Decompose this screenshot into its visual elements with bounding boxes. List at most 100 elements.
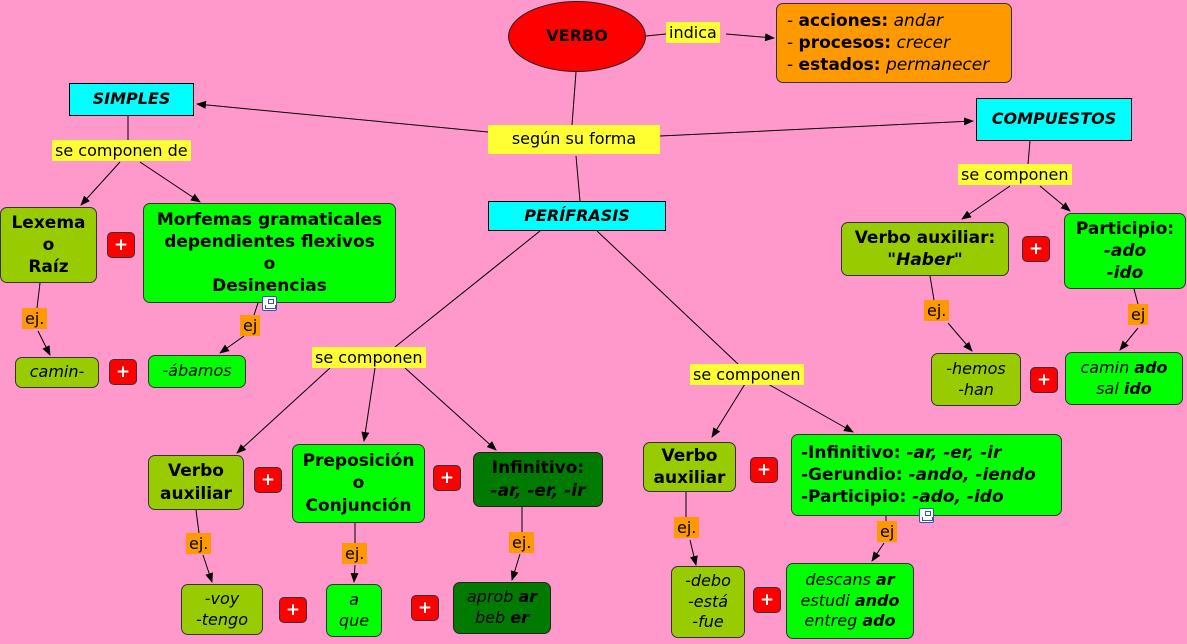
formas-no-personales-node: -Infinitivo: -ar, -er, -ir -Gerundio: -a… bbox=[791, 434, 1062, 516]
hemos-line-2: -han bbox=[958, 379, 994, 399]
participio-compuestos-line-2: -ado bbox=[1103, 240, 1147, 261]
link-ej-infinitivo: ej. bbox=[509, 532, 535, 554]
hemos-line-1: -hemos bbox=[946, 358, 1006, 378]
type-row-estados: - estados: permanecer bbox=[787, 55, 990, 76]
morfemas-line-2: dependientes flexivos bbox=[164, 231, 375, 252]
plus-icon: + bbox=[411, 595, 439, 621]
descansar-stem-3: entreg bbox=[804, 611, 863, 631]
link-ej-haber: ej. bbox=[924, 300, 950, 322]
descansar-stem-2: estudi bbox=[800, 590, 855, 610]
morfemas-node: Morfemas gramaticales dependientes flexi… bbox=[143, 203, 396, 303]
type-procesos-value: crecer bbox=[896, 32, 951, 53]
preposicion-line-3: Conjunción bbox=[305, 495, 412, 516]
simples-label: SIMPLES bbox=[92, 89, 171, 109]
type-estados-label: estados: bbox=[798, 55, 881, 76]
abamos-label: -ábamos bbox=[162, 361, 232, 381]
type-row-procesos: - procesos: crecer bbox=[787, 32, 951, 53]
caminado-line-1: camin ado bbox=[1080, 358, 1167, 379]
verbo-auxiliar-haber-line-2: "Haber" bbox=[887, 250, 963, 270]
descansar-stem-1: descans bbox=[805, 569, 876, 589]
hemos-node: -hemos -han bbox=[931, 353, 1021, 406]
participio-compuestos-line-3: -ido bbox=[1106, 263, 1144, 284]
link-ej-morfemas: ej bbox=[240, 315, 261, 337]
descansar-line-3: entreg ado bbox=[804, 611, 895, 632]
link-se-componen-compuestos: se componen bbox=[958, 164, 1072, 186]
debo-line-1: -debo bbox=[685, 570, 731, 590]
verbo-auxiliar-right-node: Verbo auxiliar bbox=[643, 442, 736, 492]
verbo-auxiliar-right-line-2: auxiliar bbox=[653, 468, 726, 488]
formas-label-2: -Gerundio: bbox=[801, 464, 909, 485]
type-row-acciones: - acciones: andar bbox=[787, 10, 944, 31]
aprobar-stem-2: beb bbox=[475, 608, 511, 627]
verbo-auxiliar-haber-node: Verbo auxiliar: "Haber" bbox=[841, 222, 1009, 276]
aprobar-line-1: aprob ar bbox=[467, 587, 537, 608]
link-ej-preposicion: ej. bbox=[342, 543, 368, 565]
aprobar-stem-1: aprob bbox=[466, 587, 519, 607]
link-ej-lexema: ej. bbox=[22, 308, 48, 330]
preposicion-line-2: o bbox=[352, 473, 365, 494]
perifrasis-label: PERÍFRASIS bbox=[524, 205, 630, 225]
aque-line-2: que bbox=[338, 610, 370, 630]
perifrasis-node: PERÍFRASIS bbox=[488, 201, 666, 231]
morfemas-line-4: Desinencias bbox=[212, 276, 327, 297]
descansar-ending-2: ando bbox=[854, 590, 900, 610]
aprobar-node: aprob ar beb er bbox=[453, 582, 551, 634]
plus-icon: + bbox=[279, 597, 307, 623]
lexema-line-2: o bbox=[42, 234, 55, 255]
plus-icon: + bbox=[750, 457, 778, 483]
participio-compuestos-node: Participio: -ado -ido bbox=[1064, 213, 1186, 289]
plus-icon: + bbox=[753, 587, 781, 613]
plus-icon: + bbox=[1030, 367, 1058, 393]
link-ej-verbo-aux-left: ej. bbox=[186, 533, 212, 555]
caminado-ending-1: ado bbox=[1134, 357, 1168, 377]
sub-map-icon[interactable] bbox=[919, 508, 934, 523]
voy-line-2: -tengo bbox=[196, 609, 248, 629]
lexema-line-3: Raíz bbox=[28, 257, 69, 278]
link-indica: indica bbox=[666, 22, 720, 44]
formas-value-2: -ando, -iendo bbox=[908, 464, 1036, 485]
link-se-componen-perifrasis-left: se componen bbox=[312, 347, 426, 369]
lexema-node: Lexema o Raíz bbox=[0, 207, 97, 283]
plus-icon: + bbox=[109, 359, 137, 385]
type-acciones-value: andar bbox=[893, 10, 944, 31]
link-se-componen-perifrasis-right: se componen bbox=[690, 364, 804, 386]
type-estados-value: permanecer bbox=[885, 55, 990, 76]
verbo-node: VERBO bbox=[508, 1, 646, 72]
link-ej-participio: ej bbox=[1128, 304, 1149, 326]
formas-value-1: -ar, -er, -ir bbox=[906, 442, 1002, 463]
verbo-auxiliar-right-line-1: Verbo bbox=[661, 445, 718, 466]
descansar-ending-1: ar bbox=[875, 569, 895, 589]
debo-line-2: -está bbox=[687, 591, 729, 611]
link-ej-verbo-aux-right: ej. bbox=[674, 517, 700, 539]
verbo-auxiliar-left-line-2: auxiliar bbox=[160, 483, 232, 504]
descansar-node: descans ar estudi ando entreg ado bbox=[786, 563, 914, 639]
verbo-types-box: - acciones: andar - procesos: crecer - e… bbox=[776, 3, 1012, 83]
debo-line-3: -fue bbox=[692, 612, 724, 632]
aque-line-1: a bbox=[349, 589, 359, 609]
morfemas-line-3: o bbox=[263, 254, 276, 274]
aque-node: a que bbox=[326, 584, 382, 637]
plus-icon: + bbox=[254, 467, 282, 493]
caminado-line-2: sal ido bbox=[1096, 379, 1152, 400]
sub-map-icon[interactable] bbox=[262, 296, 277, 311]
verbo-auxiliar-left-line-1: Verbo bbox=[168, 461, 224, 482]
lexema-line-1: Lexema bbox=[11, 212, 86, 233]
infinitivo-left-node: Infinitivo: -ar, -er, -ir bbox=[473, 452, 603, 507]
link-segun-su-forma: según su forma bbox=[488, 125, 660, 154]
camin-node: camin- bbox=[15, 357, 99, 388]
simples-node: SIMPLES bbox=[69, 83, 194, 116]
descansar-line-1: descans ar bbox=[805, 570, 894, 591]
aprobar-line-2: beb er bbox=[475, 608, 529, 629]
plus-icon: + bbox=[433, 465, 461, 491]
formas-line-2: -Gerundio: -ando, -iendo bbox=[801, 464, 1036, 486]
infinitivo-left-line-2: -ar, -er, -ir bbox=[490, 480, 586, 501]
caminado-node: camin ado sal ido bbox=[1065, 352, 1183, 405]
morfemas-line-1: Morfemas gramaticales bbox=[156, 209, 383, 230]
caminado-stem-2: sal bbox=[1096, 378, 1124, 398]
descansar-line-2: estudi ando bbox=[801, 591, 900, 612]
caminado-ending-2: ido bbox=[1123, 378, 1152, 398]
formas-label-3: -Participio: bbox=[801, 487, 913, 508]
aprobar-ending-2: er bbox=[510, 608, 529, 627]
link-se-componen-de: se componen de bbox=[52, 140, 191, 162]
